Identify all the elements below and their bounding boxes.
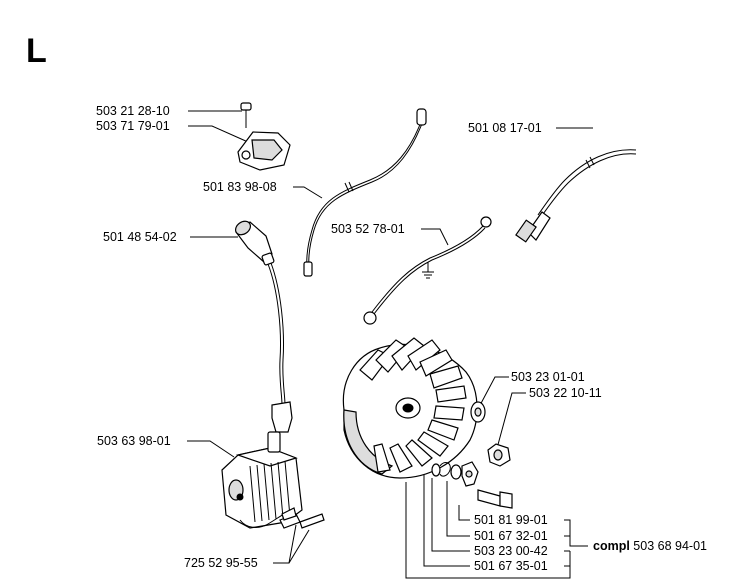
ignition-coil-part xyxy=(221,431,325,529)
washer-nut-part xyxy=(470,401,511,467)
long-wire-part xyxy=(303,108,427,277)
label-fuel-line: 501 08 17-01 xyxy=(468,121,542,135)
label-switch: 503 71 79-01 xyxy=(96,119,170,133)
label-compl: compl 503 68 94-01 xyxy=(593,539,707,553)
stop-switch-part xyxy=(237,102,291,171)
ground-wire-part xyxy=(363,216,492,325)
label-ignition-coil: 503 63 98-01 xyxy=(97,434,171,448)
label-spring-washer: 503 23 00-42 xyxy=(474,544,548,558)
spark-plug-cap-part xyxy=(234,220,293,433)
compl-number: 503 68 94-01 xyxy=(633,539,707,553)
label-washer: 503 23 01-01 xyxy=(511,370,585,384)
leader-lines xyxy=(187,110,593,579)
label-pawl: 501 67 32-01 xyxy=(474,529,548,543)
label-coil-screws: 725 52 95-55 xyxy=(184,556,258,570)
label-screw-top: 503 21 28-10 xyxy=(96,104,170,118)
label-wire-long: 501 83 98-08 xyxy=(203,180,277,194)
label-ground-wire: 503 52 78-01 xyxy=(331,222,405,236)
fuel-line-part xyxy=(515,149,637,243)
label-plug-cap: 501 48 54-02 xyxy=(103,230,177,244)
label-pawl-screw: 501 81 99-01 xyxy=(474,513,548,527)
label-spring: 501 67 35-01 xyxy=(474,559,548,573)
label-nut: 503 22 10-11 xyxy=(529,386,602,400)
flywheel-part xyxy=(342,337,478,479)
compl-prefix: compl xyxy=(593,539,630,553)
section-letter: L xyxy=(26,32,47,70)
pawl-assembly-part xyxy=(431,461,513,509)
